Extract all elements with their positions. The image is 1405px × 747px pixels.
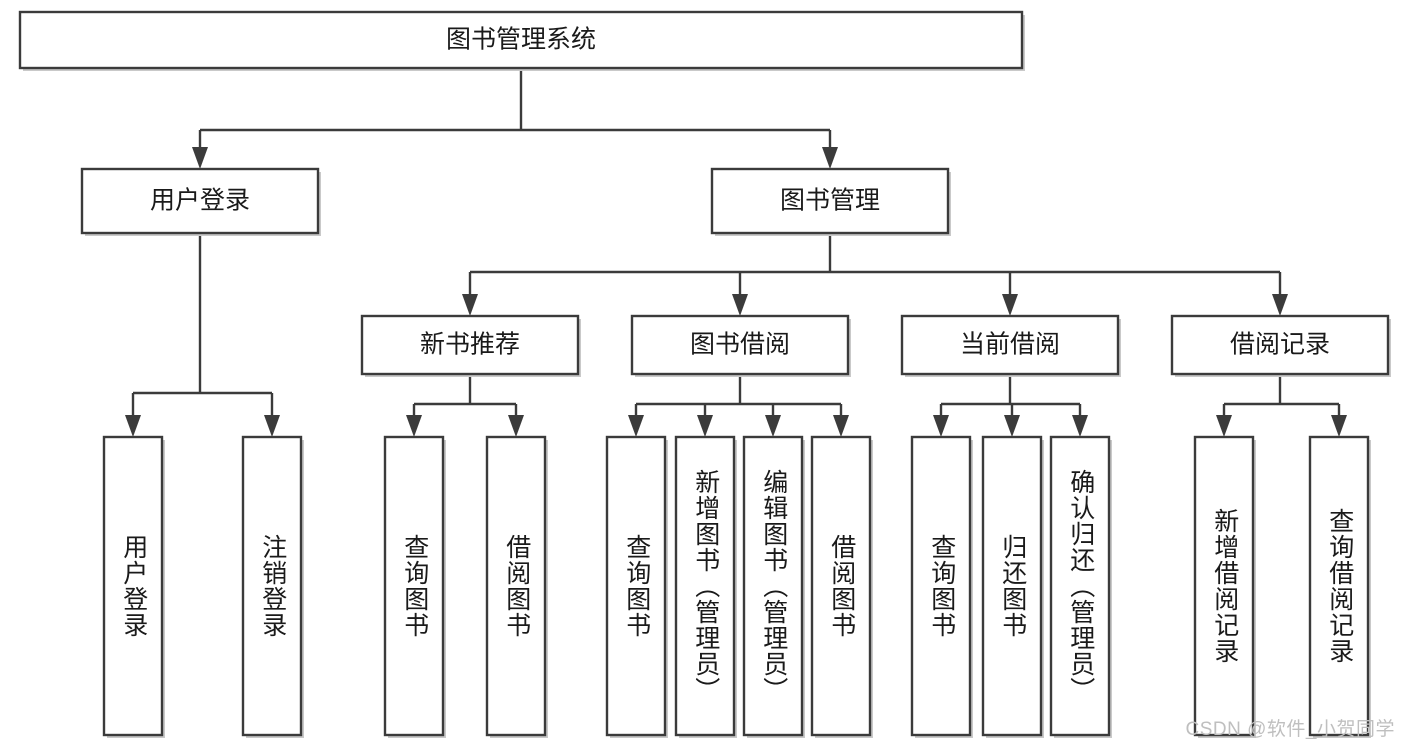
arrow-head-icon-leaf-query-book-recommend (406, 415, 422, 437)
node-box-leaf-query-book-current[interactable] (910, 435, 972, 737)
node-box-leaf-query-book-borrow[interactable] (605, 435, 667, 737)
arrow-head-icon-leaf-query-book-borrow (628, 415, 644, 437)
node-box-leaf-return-book[interactable] (981, 435, 1043, 737)
connector-layer (125, 68, 1347, 437)
arrow-head-icon-borrow-record (1272, 294, 1288, 316)
node-label-root: 图书管理系统 (446, 26, 596, 54)
arrow-head-icon-leaf-add-borrow-record (1216, 415, 1232, 437)
node-box-book-management[interactable] (710, 167, 950, 235)
arrow-head-icon-leaf-query-borrow-record (1331, 415, 1347, 437)
node-box-leaf-user-login[interactable] (102, 435, 164, 737)
arrow-head-icon-new-book-recommend (462, 294, 478, 316)
node-box-leaf-confirm-return[interactable] (1049, 435, 1111, 737)
arrow-head-icon-leaf-borrow-book-recommend (508, 415, 524, 437)
node-box-leaf-add-book[interactable] (674, 435, 736, 737)
node-box-leaf-add-borrow-record[interactable] (1193, 435, 1255, 737)
node-box-user-login[interactable] (80, 167, 320, 235)
watermark: CSDN @软件_小贺同学 (1185, 719, 1395, 740)
node-box-leaf-query-borrow-record[interactable] (1308, 435, 1370, 737)
arrow-head-icon-book-borrow (732, 294, 748, 316)
node-box-book-borrow[interactable] (630, 314, 850, 376)
node-box-root[interactable] (18, 10, 1024, 70)
node-box-leaf-query-book-recommend[interactable] (383, 435, 445, 737)
node-box-leaf-edit-book[interactable] (742, 435, 804, 737)
node-box-leaf-borrow-book-recommend[interactable] (485, 435, 547, 737)
arrow-head-icon-leaf-edit-book (765, 415, 781, 437)
node-label-new-book-recommend: 新书推荐 (420, 331, 520, 359)
arrow-head-icon-leaf-user-login (125, 415, 141, 437)
node-label-borrow-record: 借阅记录 (1230, 331, 1330, 359)
node-label-book-borrow: 图书借阅 (690, 331, 790, 359)
arrow-head-icon-leaf-borrow-book (833, 415, 849, 437)
node-box-current-borrow[interactable] (900, 314, 1120, 376)
node-label-book-management: 图书管理 (780, 187, 880, 215)
node-box-borrow-record[interactable] (1170, 314, 1390, 376)
arrow-head-icon-leaf-confirm-return (1072, 415, 1088, 437)
node-box-leaf-borrow-book[interactable] (810, 435, 872, 737)
arrow-head-icon-leaf-add-book (697, 415, 713, 437)
arrow-head-icon-current-borrow (1002, 294, 1018, 316)
arrow-head-icon-leaf-return-book (1004, 415, 1020, 437)
node-box-leaf-logout-login[interactable] (241, 435, 303, 737)
arrow-head-icon-book-management (822, 147, 838, 169)
arrow-head-icon-leaf-query-book-current (933, 415, 949, 437)
node-label-user-login: 用户登录 (150, 187, 250, 215)
arrow-head-icon-leaf-logout-login (264, 415, 280, 437)
arrow-head-icon-user-login (192, 147, 208, 169)
node-label-current-borrow: 当前借阅 (960, 331, 1060, 359)
node-box-new-book-recommend[interactable] (360, 314, 580, 376)
